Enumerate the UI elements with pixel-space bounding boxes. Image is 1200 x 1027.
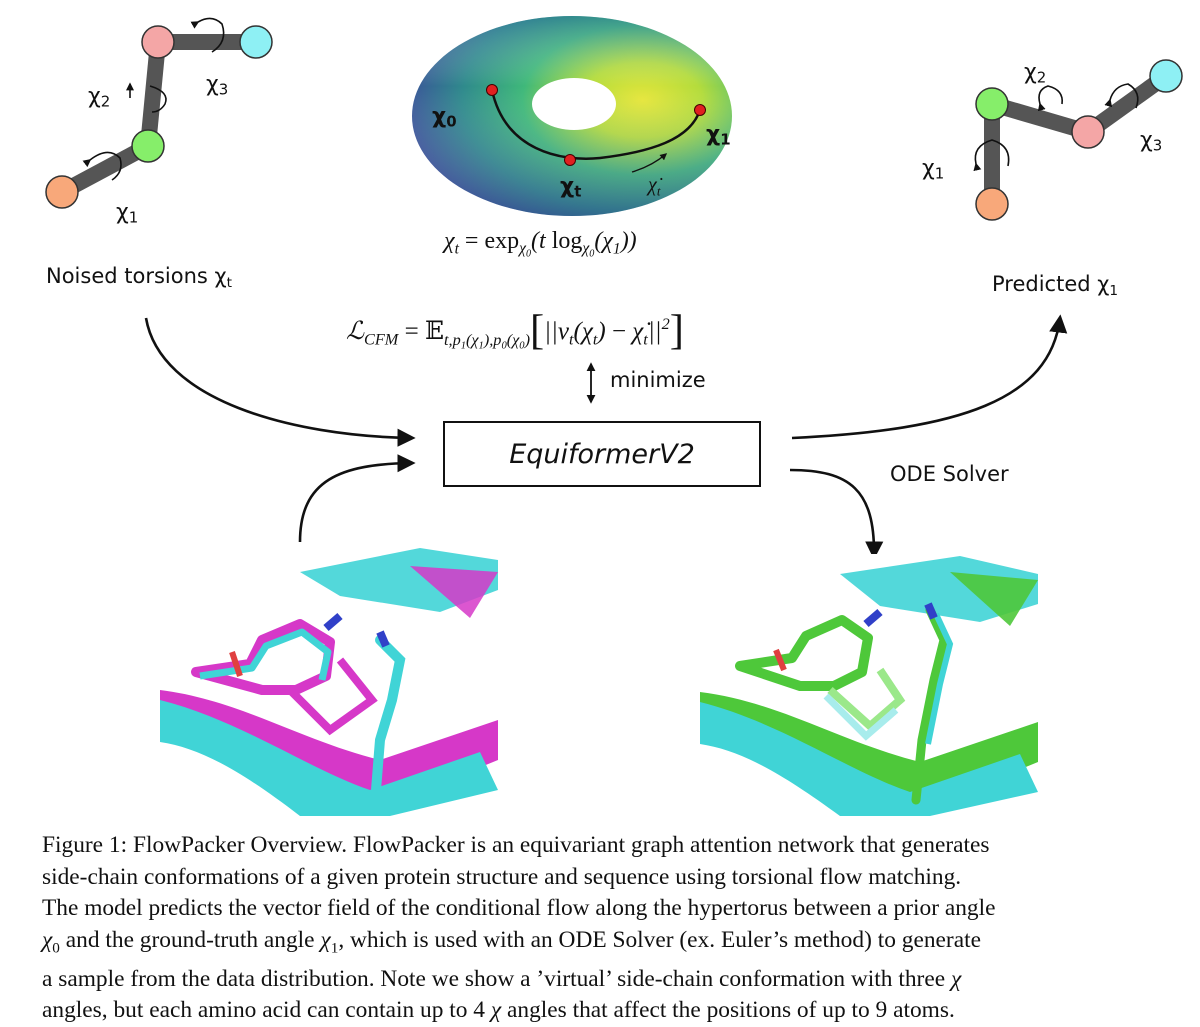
torus-chidot-label: χ̇t xyxy=(648,174,661,199)
rotation-arrow-chi2 xyxy=(1037,85,1064,112)
rotation-arrow-chi2 xyxy=(149,85,167,113)
caption-line-1: Figure 1: FlowPacker Overview. FlowPacke… xyxy=(42,832,990,858)
caption-line-3: The model predicts the vector field of t… xyxy=(42,895,996,921)
rotation-arrow-chi3 xyxy=(190,17,225,53)
caption-line-4: χ0 and the ground-truth angle χ1, which … xyxy=(42,926,981,957)
atom-orange xyxy=(975,187,1009,221)
caption-line-2: side-chain conformations of a given prot… xyxy=(42,863,962,890)
geodesic-path xyxy=(490,89,702,160)
atom-orange xyxy=(45,175,79,209)
flow-arrows xyxy=(144,314,1068,560)
velocity-arrow xyxy=(631,153,668,173)
left-chi3-label: χ3 xyxy=(206,72,229,99)
ode-solver-label: ODE Solver xyxy=(890,462,1009,486)
model-box: EquiformerV2 xyxy=(443,421,761,487)
figure-caption: Figure 1: FlowPacker Overview. FlowPacke… xyxy=(42,830,1182,1027)
atom-cyan xyxy=(1149,59,1183,93)
atom-green xyxy=(975,87,1009,121)
torus-chit-label: χt xyxy=(560,174,582,201)
right-chi3-label: χ3 xyxy=(1140,128,1163,155)
model-name: EquiformerV2 xyxy=(509,438,695,470)
arrow-noised-to-model xyxy=(144,317,416,447)
chi1-point xyxy=(694,104,706,116)
arrow-model-to-predicted xyxy=(791,314,1068,440)
figure-overview: χ2 χ3 χ1 χ2 χ3 χ1 χ0 χ1 χt χ̇t χt = expχ… xyxy=(45,16,1183,816)
atom-pink xyxy=(1071,115,1105,149)
chit-point xyxy=(564,154,576,166)
atom-pink xyxy=(141,25,175,59)
arrow-structure-to-model xyxy=(298,454,416,543)
atom-cyan xyxy=(239,25,273,59)
loss-equation: ℒCFM = 𝔼t,p1(χ1),p0(χ0)[||vt(χt) − χ̇t||… xyxy=(346,307,684,354)
rotation-arrow-chi1 xyxy=(973,139,1010,172)
chi0-point xyxy=(486,84,498,96)
caption-line-6: angles, but each amino acid can contain … xyxy=(42,997,955,1024)
left-chi2-label: χ2 xyxy=(88,84,111,111)
right-chain xyxy=(973,59,1183,221)
predicted-label: Predicted χ1 xyxy=(992,272,1119,300)
protein-render-right xyxy=(700,554,1038,816)
noised-torsions-label: Noised torsions χt xyxy=(46,264,233,292)
arrow-model-to-ode xyxy=(789,468,884,560)
rotation-arrow-chi3 xyxy=(1104,83,1139,109)
right-chi1-label: χ1 xyxy=(922,156,945,183)
left-chi1-label: χ1 xyxy=(116,200,139,227)
torus-chi1-label: χ1 xyxy=(706,122,731,149)
rotation-arrow-chi1 xyxy=(82,151,122,181)
protein-render-left xyxy=(160,542,498,816)
left-chain xyxy=(45,17,273,209)
figure-graphics xyxy=(45,16,1183,816)
atom-green xyxy=(131,129,165,163)
torus-chi0-label: χ0 xyxy=(432,104,457,131)
caption-line-5: a sample from the data distribution. Not… xyxy=(42,965,962,992)
torus xyxy=(412,16,732,216)
minimize-label: minimize xyxy=(610,368,706,392)
right-chi2-label: χ2 xyxy=(1024,60,1047,87)
geodesic-equation: χt = expχ0(t logχ0(χ1)) xyxy=(444,228,637,260)
